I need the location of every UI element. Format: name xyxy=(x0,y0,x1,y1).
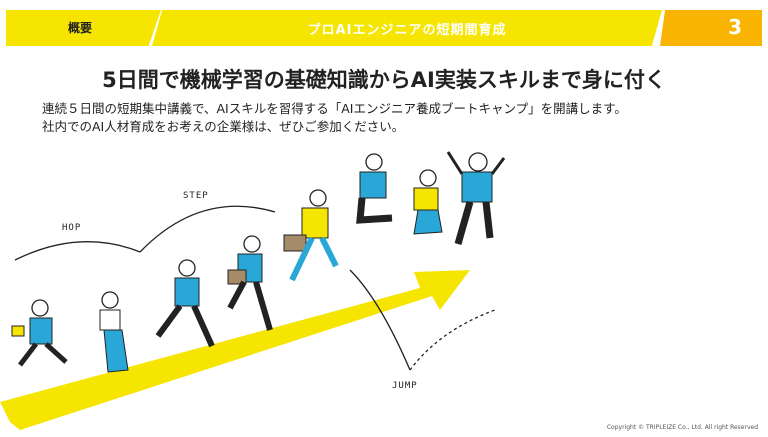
hop-arc xyxy=(14,241,141,261)
runner-figure-4 xyxy=(227,235,273,331)
hop-step-jump-illustration: HOP STEP JUMP xyxy=(0,151,506,430)
jump-arc xyxy=(349,269,411,371)
description-line-2: 社内でのAI人材育成をお考えの企業様は、ぜひご参加ください。 xyxy=(42,119,405,134)
description: 連続５日間の短期集中講義で、AIスキルを習得する「AIエンジニア養成ブートキャン… xyxy=(42,100,752,136)
section-tab: 概要 xyxy=(6,10,161,46)
runner-figure-7 xyxy=(413,169,443,235)
step-label: STEP xyxy=(183,191,209,201)
section-label: 概要 xyxy=(68,21,93,35)
progress-arrow xyxy=(0,270,470,430)
jump-arc-dashed xyxy=(409,309,496,371)
page-number-tab: 3 xyxy=(660,10,762,46)
runner-figure-8 xyxy=(446,151,506,245)
step-arc xyxy=(139,205,276,253)
hop-label: HOP xyxy=(62,223,81,233)
slide-title: プロAIエンジニアの短期間育成 xyxy=(307,23,507,38)
jump-label: JUMP xyxy=(392,381,418,391)
runner-figure-3 xyxy=(155,259,215,348)
runner-figure-1 xyxy=(11,299,68,367)
page-number: 3 xyxy=(728,15,742,39)
runner-figure-2 xyxy=(99,291,129,373)
title-tab: プロAIエンジニアの短期間育成 xyxy=(152,10,662,46)
header-bar: 概要 プロAIエンジニアの短期間育成 3 xyxy=(0,0,768,46)
copyright: Copyright © TRIPLEIZE Co., Ltd. All righ… xyxy=(606,424,758,431)
headline: 5日間で機械学習の基礎知識からAI実装スキルまで身に付く xyxy=(102,68,666,92)
runner-figure-5 xyxy=(283,189,339,282)
runner-figure-6 xyxy=(356,153,393,224)
description-line-1: 連続５日間の短期集中講義で、AIスキルを習得する「AIエンジニア養成ブートキャン… xyxy=(42,101,627,116)
